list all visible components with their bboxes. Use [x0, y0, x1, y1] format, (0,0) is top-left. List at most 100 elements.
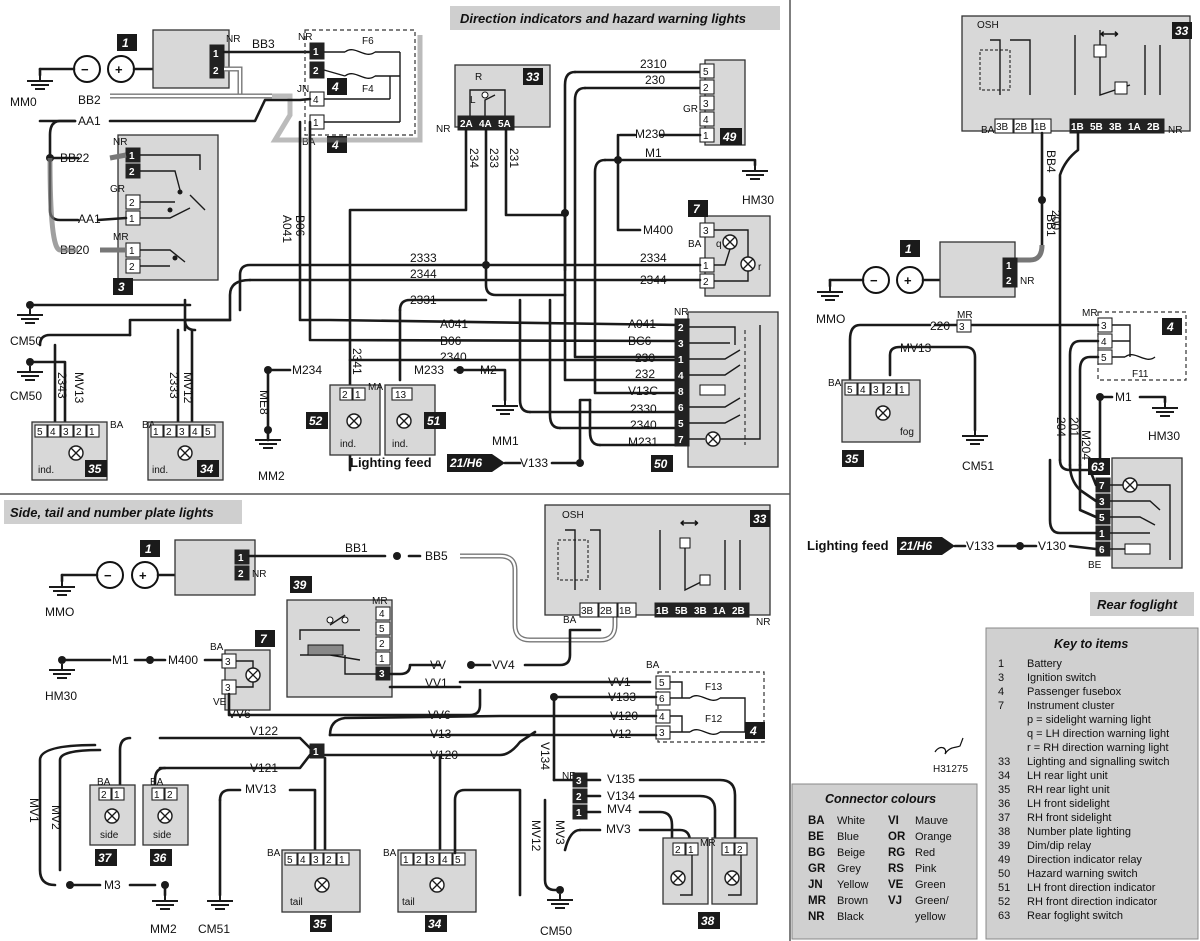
svg-text:VE: VE — [213, 697, 227, 708]
svg-text:BA: BA — [383, 848, 397, 859]
svg-text:3: 3 — [179, 427, 185, 438]
svg-text:4: 4 — [1101, 337, 1107, 348]
svg-text:BA: BA — [646, 660, 660, 671]
svg-text:13: 13 — [395, 390, 407, 401]
svg-text:NR: NR — [436, 124, 450, 135]
svg-text:NR: NR — [252, 569, 266, 580]
svg-text:1: 1 — [89, 427, 95, 438]
svg-text:BB4: BB4 — [1044, 150, 1058, 173]
svg-text:2: 2 — [167, 790, 173, 801]
svg-text:V13C: V13C — [628, 384, 658, 398]
lh-front-sidelight: BA 1 2 side 36 — [142, 777, 189, 866]
svg-text:OSH: OSH — [562, 510, 584, 521]
svg-text:2334: 2334 — [640, 251, 667, 265]
svg-text:34: 34 — [200, 462, 214, 476]
svg-text:BA: BA — [563, 615, 577, 626]
svg-text:ME8: ME8 — [257, 390, 271, 415]
svg-text:Yellow: Yellow — [837, 879, 868, 891]
svg-text:3: 3 — [678, 339, 684, 350]
svg-text:side: side — [153, 830, 172, 841]
svg-text:2: 2 — [703, 83, 709, 94]
svg-text:1: 1 — [1099, 529, 1105, 540]
svg-text:37: 37 — [98, 851, 113, 865]
svg-text:2: 2 — [76, 427, 82, 438]
svg-text:1: 1 — [576, 808, 582, 819]
svg-text:5: 5 — [379, 624, 385, 635]
svg-text:2340: 2340 — [440, 350, 467, 364]
svg-text:5: 5 — [455, 855, 461, 866]
svg-text:BE: BE — [808, 831, 824, 843]
svg-text:2B: 2B — [1147, 122, 1160, 133]
svg-text:Orange: Orange — [915, 831, 952, 843]
svg-text:A041: A041 — [440, 317, 468, 331]
svg-text:3: 3 — [1101, 321, 1107, 332]
svg-text:GR: GR — [808, 863, 826, 875]
svg-text:3: 3 — [959, 322, 965, 333]
svg-text:1: 1 — [703, 131, 709, 142]
svg-text:BG: BG — [808, 847, 825, 859]
svg-text:A041: A041 — [280, 215, 294, 243]
svg-text:HM30: HM30 — [742, 193, 774, 207]
svg-text:ind.: ind. — [340, 439, 356, 450]
number-plate-lighting: MR 2 1 1 2 38 — [662, 837, 758, 929]
svg-text:MM2: MM2 — [150, 922, 177, 936]
svg-text:M1: M1 — [645, 146, 662, 160]
svg-text:RS: RS — [888, 863, 904, 875]
svg-text:M400: M400 — [643, 223, 673, 237]
svg-text:M400: M400 — [168, 653, 198, 667]
svg-text:VV1: VV1 — [608, 675, 631, 689]
key-item-number: 50 — [998, 868, 1010, 880]
svg-text:MR: MR — [957, 310, 973, 321]
lighting-feed-right: Lighting feed 21/H6 V133 V130 — [807, 537, 1098, 555]
svg-text:NR: NR — [298, 32, 312, 43]
svg-text:3: 3 — [873, 385, 879, 396]
svg-text:VV4: VV4 — [492, 658, 515, 672]
svg-text:MV3: MV3 — [606, 822, 631, 836]
svg-text:2: 2 — [238, 569, 244, 580]
svg-text:BB1: BB1 — [345, 541, 368, 555]
svg-text:6: 6 — [659, 694, 665, 705]
svg-text:V13: V13 — [430, 727, 452, 741]
svg-text:2: 2 — [886, 385, 892, 396]
svg-text:MA: MA — [368, 382, 383, 393]
svg-text:2333: 2333 — [167, 372, 181, 399]
svg-text:230: 230 — [635, 351, 655, 365]
key-item-description: Ignition switch — [1027, 672, 1096, 684]
svg-text:2: 2 — [703, 277, 709, 288]
svg-text:1: 1 — [154, 790, 160, 801]
svg-text:3: 3 — [429, 855, 435, 866]
svg-text:2: 2 — [1006, 276, 1012, 287]
svg-text:7: 7 — [693, 202, 701, 216]
title-rear-foglight: Rear foglight — [1090, 592, 1194, 616]
key-item-number: 51 — [998, 882, 1010, 894]
svg-text:4: 4 — [442, 855, 448, 866]
svg-text:B06: B06 — [293, 215, 307, 237]
svg-text:Pink: Pink — [915, 863, 937, 875]
svg-text:52: 52 — [309, 414, 323, 428]
svg-text:33: 33 — [753, 512, 767, 526]
svg-text:VJ: VJ — [888, 895, 902, 907]
svg-text:21/H6: 21/H6 — [899, 539, 932, 553]
key-item-number: 7 — [998, 700, 1004, 712]
svg-text:2341: 2341 — [350, 348, 364, 375]
key-item-number: 3 — [998, 672, 1004, 684]
svg-text:1: 1 — [403, 855, 409, 866]
svg-text:HM30: HM30 — [45, 689, 77, 703]
svg-text:1B: 1B — [656, 606, 669, 617]
dim-dip-relay: 39 MR 4 5 2 1 3 — [286, 576, 393, 698]
svg-text:VE: VE — [888, 879, 904, 891]
svg-text:2: 2 — [675, 845, 681, 856]
key-item-description: LH rear light unit — [1027, 770, 1108, 782]
hazard-warning-switch: NR 2 3 1 4 8 6 5 7 50 — [651, 307, 779, 472]
svg-text:M230: M230 — [635, 127, 665, 141]
svg-text:M1: M1 — [112, 653, 129, 667]
svg-text:Lighting feed: Lighting feed — [807, 538, 889, 553]
svg-text:1: 1 — [688, 845, 694, 856]
svg-text:2343: 2343 — [55, 372, 69, 399]
svg-text:Brown: Brown — [837, 895, 868, 907]
svg-text:tail: tail — [402, 897, 415, 908]
svg-text:3: 3 — [225, 683, 231, 694]
